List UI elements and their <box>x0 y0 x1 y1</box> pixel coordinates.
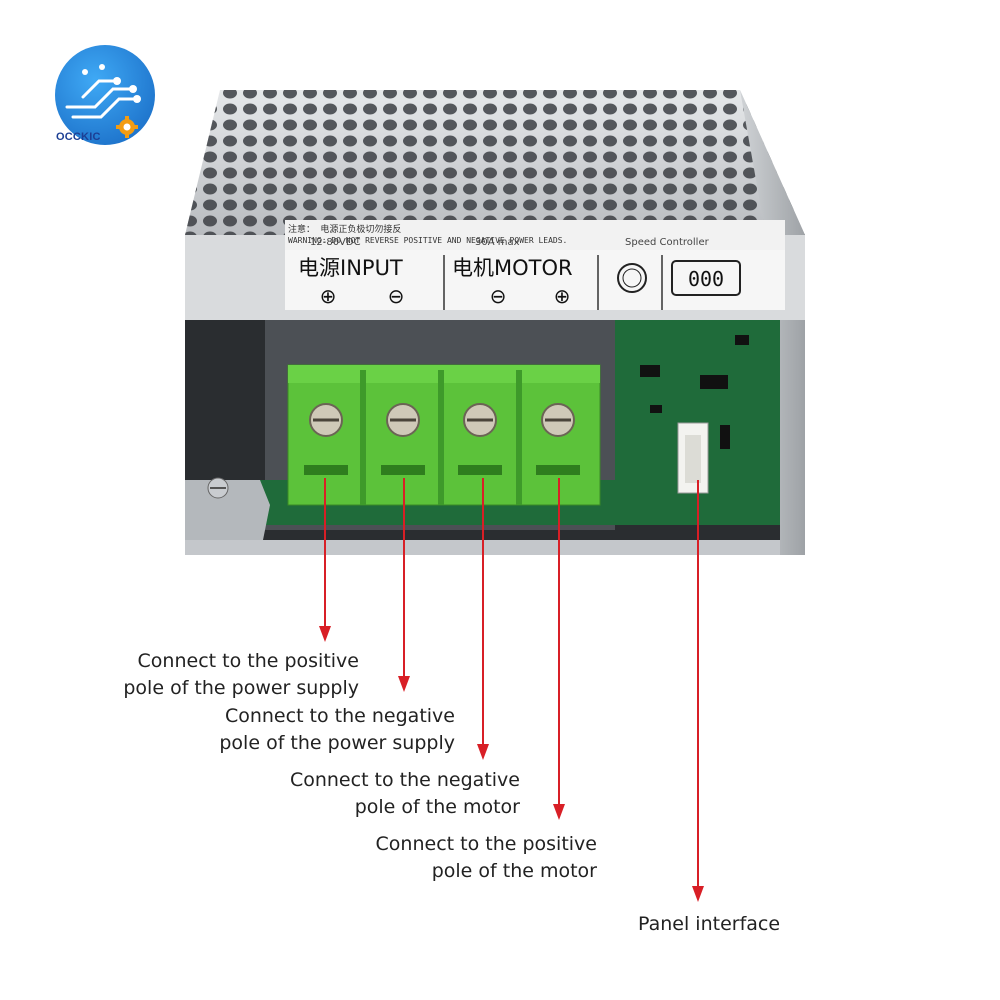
annotation-input-positive: Connect to the positive pole of the powe… <box>123 648 359 702</box>
warning-sticker <box>285 220 785 250</box>
annotation-line: pole of the motor <box>354 796 520 818</box>
terminal-screws <box>309 403 575 437</box>
arrow-head <box>319 626 331 642</box>
annotation-line: Connect to the negative <box>224 705 455 727</box>
display-readout: 000 <box>688 267 724 291</box>
symbol-input-positive: ⊕ <box>320 284 337 308</box>
arrow-head <box>477 744 489 760</box>
annotation-input-negative: Connect to the negative pole of the powe… <box>219 703 455 757</box>
annotation-line: pole of the power supply <box>219 732 455 754</box>
arrow-head <box>553 804 565 820</box>
annotation-line: Connect to the negative <box>289 769 520 791</box>
input-label: 电源INPUT <box>298 256 403 280</box>
terminal-block <box>287 364 601 506</box>
arrow-head <box>692 886 704 902</box>
symbol-motor-negative: ⊖ <box>490 284 507 308</box>
motor-label: 电机MOTOR <box>452 256 573 280</box>
logo-wordmark: OCCKIC <box>56 131 101 143</box>
symbol-input-negative: ⊖ <box>388 284 405 308</box>
annotation-line: Connect to the positive <box>137 650 359 672</box>
arrow-head <box>398 676 410 692</box>
annotation-panel-interface: Panel interface <box>638 911 780 938</box>
symbol-motor-positive: ⊕ <box>554 284 571 308</box>
warning-cn: 注意： 电源正负极切勿接反 <box>288 223 401 235</box>
annotation-motor-negative: Connect to the negative pole of the moto… <box>290 767 520 821</box>
knob-icon <box>617 263 647 293</box>
speed-controller-device: 注意： 电源正负极切勿接反 WARNING: DO NOT REVERSE PO… <box>185 90 805 555</box>
annotation-motor-positive: Connect to the positive pole of the moto… <box>376 831 597 885</box>
annotation-line: pole of the power supply <box>123 677 359 699</box>
annotation-line: pole of the motor <box>431 860 597 882</box>
display-icon <box>671 260 741 296</box>
annotation-line: Panel interface <box>638 913 781 935</box>
gear-icon <box>116 116 138 138</box>
warning-en: WARNING: DO NOT REVERSE POSITIVE AND NEG… <box>288 236 567 245</box>
circuit-icon <box>65 64 141 119</box>
brand-logo <box>55 45 155 145</box>
current-rating: 30A max <box>475 237 520 248</box>
annotation-line: Connect to the positive <box>375 833 597 855</box>
voltage-rating: 12-80VDC <box>310 237 361 248</box>
side-panel <box>740 90 805 555</box>
product-name: Speed Controller <box>625 237 710 248</box>
